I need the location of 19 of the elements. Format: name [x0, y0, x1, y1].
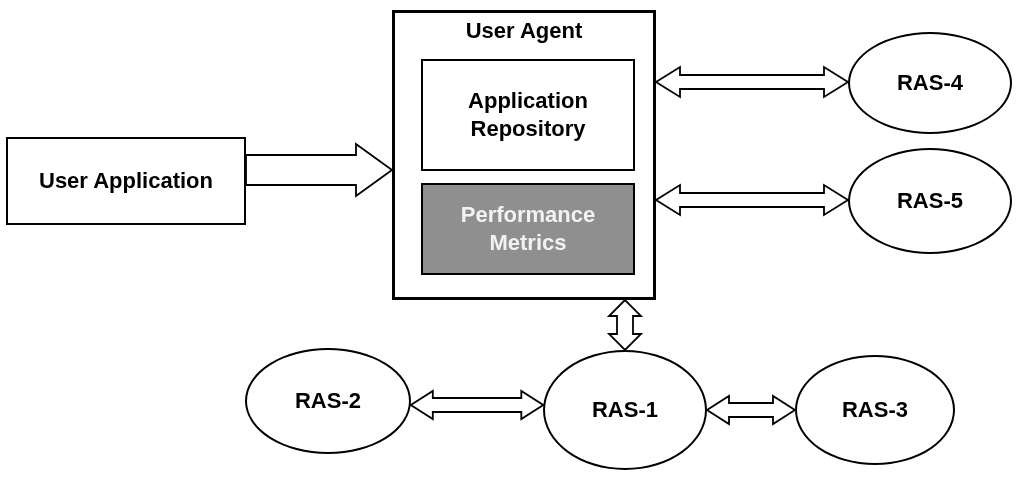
- node-label: RAS-4: [896, 69, 964, 97]
- component-box: [421, 59, 635, 171]
- block-arrow: [245, 142, 394, 198]
- container-box: [392, 10, 656, 300]
- node-label: RAS-3: [841, 396, 909, 424]
- block-arrow: [705, 394, 797, 426]
- node-label: Performance Metrics: [459, 201, 597, 257]
- node-label: User Application: [38, 167, 214, 195]
- box-heading: User Agent: [464, 17, 584, 45]
- shaded-box: [421, 183, 635, 275]
- block-arrow: [654, 65, 850, 99]
- node-label: RAS-1: [591, 396, 659, 424]
- block-arrow: [409, 389, 545, 421]
- node-label: RAS-5: [896, 187, 964, 215]
- component-box: [6, 137, 246, 225]
- block-arrow: [606, 298, 644, 352]
- block-arrow: [654, 183, 850, 217]
- node-label: RAS-2: [294, 387, 362, 415]
- node-label: Application Repository: [467, 87, 589, 143]
